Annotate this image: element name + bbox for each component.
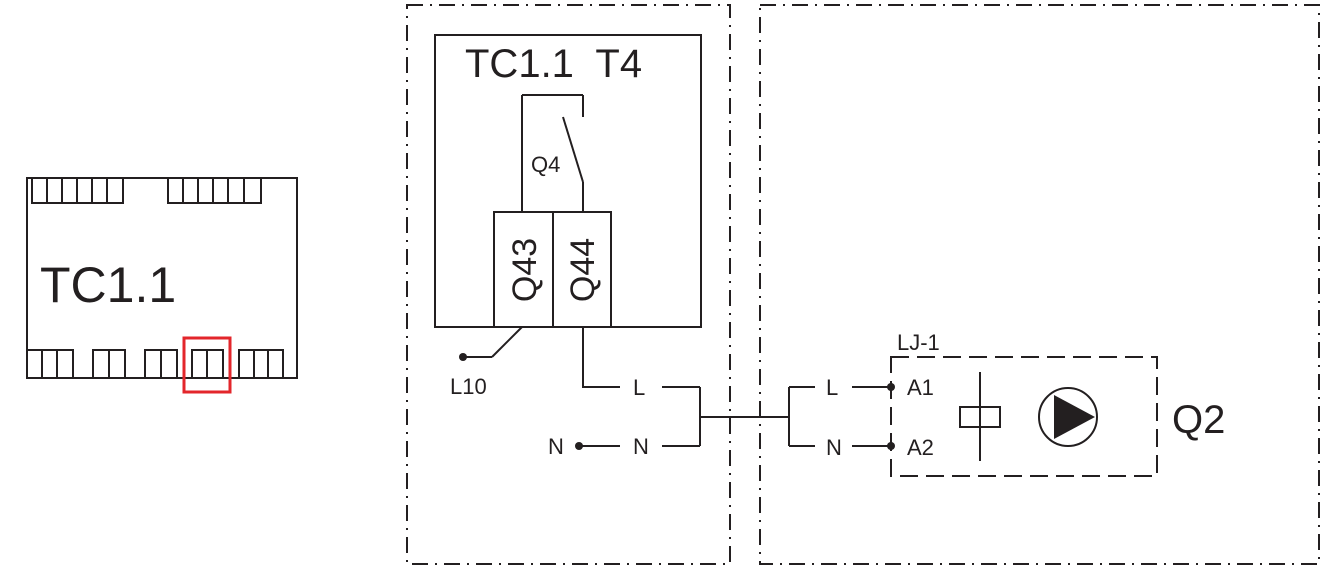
module-terminal-block-top-right <box>167 177 262 204</box>
highlighted-terminal-marker <box>182 336 232 394</box>
terminal-q43-label: Q43 <box>506 238 544 302</box>
terminal-a2-dot <box>887 442 895 450</box>
load-neutral-label: N <box>826 435 842 460</box>
load-connection-label: LJ-1 <box>897 330 940 355</box>
interconnect-cable <box>699 387 790 446</box>
l10-connection: L10 <box>450 326 523 399</box>
controller-line-label: L <box>633 375 645 400</box>
controller-neutral-label: N <box>633 434 649 459</box>
relay-contact: Q4 <box>521 94 584 212</box>
module-terminal-block-top-left <box>31 177 124 204</box>
relay-label: Q4 <box>531 152 560 177</box>
terminal-q44-label: Q44 <box>564 238 602 302</box>
load-enclosure <box>759 4 1320 565</box>
controller-line-output: L <box>582 327 700 400</box>
module-terminal-blocks-bottom <box>26 349 284 378</box>
device-label: Q2 <box>1172 398 1225 442</box>
controller-title: TC1.1 T4 <box>465 42 642 86</box>
load-neutral-input: N <box>789 435 891 460</box>
load-line-input: L <box>789 375 891 400</box>
controller-panel: TC1.1 T4 Q4 Q43 Q44 <box>434 34 702 328</box>
l10-label: L10 <box>450 374 487 399</box>
terminal-a2-label: A2 <box>907 435 934 460</box>
pump-assembly-outline <box>890 356 1158 477</box>
relay-terminals: Q43 Q44 <box>493 211 612 328</box>
terminal-a1-dot <box>887 383 895 391</box>
pump-assembly: LJ-1 A1 A2 Q2 <box>887 330 1225 477</box>
module-label: TC1.1 <box>40 257 176 313</box>
controller-neutral-output: N N <box>548 434 700 459</box>
pump-icon <box>1038 387 1098 447</box>
load-line-label: L <box>826 375 838 400</box>
terminal-a1-label: A1 <box>907 375 934 400</box>
relay-coil-icon <box>959 372 1001 461</box>
module-overview: TC1.1 <box>26 177 298 394</box>
neutral-source-label: N <box>548 434 564 459</box>
controller-enclosure <box>406 4 731 565</box>
